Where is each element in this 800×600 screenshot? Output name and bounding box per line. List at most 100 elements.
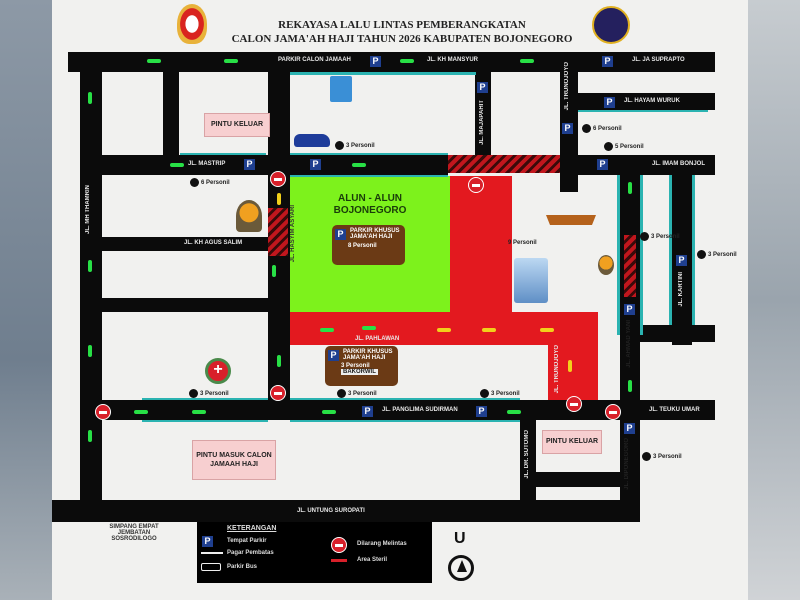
personnel-marker: 3 Personil [697,250,737,259]
traffic-arrow [224,59,238,63]
traffic-arrow [170,163,184,167]
sterile-hatch-hasyim [268,208,288,256]
legend-parking-icon: P [202,536,213,547]
legend-parking: Tempat Parkir [227,538,267,544]
personnel-count: 3 Personil [346,142,375,149]
fence [290,153,448,155]
parking-sign: P [477,82,488,93]
person-icon [337,389,346,398]
sterile-hatch-ahmad-yani [624,235,636,297]
alun-alun-line2: BOJONEGORO [333,205,407,216]
traffic-arrow [322,410,336,414]
label-kh-agus-salim: JL. KH AGUS SALIM [184,240,243,246]
no-entry-icon [468,177,484,193]
label-parkir-calon: PARKIR CALON JAMAAH [278,57,351,63]
parking-sign: P [244,159,255,170]
person-icon [697,250,706,259]
personnel-marker: 6 Personil [582,124,622,133]
sterile-hatch-mastrip [448,155,560,173]
personnel-marker: 3 Personil [335,141,375,150]
legend-bus-icon [201,563,221,571]
personnel-count: 5 Personil [615,143,644,150]
traffic-arrow [320,328,334,332]
person-icon [582,124,591,133]
parking-sign: P [604,97,615,108]
compass-north-label: U [454,530,466,547]
fence [290,72,476,75]
label-ja-suprapto: JL. JA SUPRAPTO [632,57,685,63]
fence [640,175,643,335]
parking-sign: P [624,423,635,434]
traffic-arrow [568,360,572,372]
fence [290,420,520,422]
transport-agency-logo [592,6,630,44]
traffic-map: REKAYASA LALU LINTAS PEMBERANGKATAN CALO… [52,0,748,600]
road-minor-south [536,472,620,487]
legend: KETERANGAN P Tempat Parkir Pagar Pembata… [197,522,432,583]
traffic-arrow [192,410,206,414]
label-ahmad-yani: JL. AHMAD YANI [626,320,632,368]
traffic-arrow [277,193,281,205]
traffic-arrow [520,59,534,63]
fence [290,175,448,177]
parking-box-title: PARKIR KHUSUS JAMA'AH HAJI [343,349,393,361]
parking-box-alun-alun: P PARKIR KHUSUS JAMA'AH HAJI 8 Personil [332,225,405,265]
fence [142,420,268,422]
fence [290,398,520,400]
personnel-marker: 3 Personil [642,452,682,461]
simpang-label: SIMPANG EMPAT JEMBATAN SOSRODILOGO [109,524,159,542]
parking-box-title: PARKIR KHUSUS JAMA'AH HAJI [350,228,400,240]
personnel-marker: 3 Personil [640,232,680,241]
personnel-marker: 6 Personil [190,178,230,187]
parking-box-bakorwil: P PARKIR KHUSUS JAMA'AH HAJI 3 Personil … [325,346,398,386]
traffic-arrow [628,182,632,194]
label-teuku-umar: JL. TEUKU UMAR [649,407,700,413]
label-trunojoyo-north: JL. TRUNOJOYO [564,62,570,111]
fence [142,398,268,400]
road-mh-thamrin [80,52,102,522]
sterile-area-mastumapel [450,176,512,318]
callout-entry: PINTU MASUK CALON JAMAAH HAJI [192,440,276,480]
parking-sign: P [310,159,321,170]
no-entry-icon [270,385,286,401]
compass-icon [448,555,474,581]
road-minor-west [102,298,268,312]
personnel-count: 3 Personil [491,390,520,397]
personnel-count: 3 Personil [348,390,377,397]
legend-fence: Pagar Pembatas [227,550,274,556]
no-entry-icon [270,171,286,187]
personnel-count: 3 Personil [708,251,737,258]
fence [669,175,672,325]
no-entry-icon [566,396,582,412]
parking-sign: P [370,56,381,67]
label-untung-suropati: JL. UNTUNG SUROPATI [297,508,365,514]
parking-box-personnel: 3 Personil [341,363,370,369]
personnel-count: 6 Personil [593,125,622,132]
personnel-count: 3 Personil [653,453,682,460]
traffic-arrow [482,328,496,332]
label-diponegoro: JL. DIPONEGORO [624,438,630,490]
label-mastrip: JL. MASTRIP [188,161,226,167]
legend-no-entry: Dilarang Melintas [357,541,407,547]
label-dr-sutomo: JL. DR. SUTOMO [524,430,530,479]
legend-title: KETERANGAN [227,525,277,532]
header-title: REKAYASA LALU LINTAS PEMBERANGKATAN CALO… [202,18,602,46]
alun-alun-label: ALUN - ALUN BOJONEGORO [290,193,450,217]
traffic-arrow [400,59,414,63]
road-untung-suropati [52,500,640,522]
pavilion-icon [546,215,596,250]
person-icon [335,141,344,150]
person-icon [640,232,649,241]
regency-logo [177,4,207,44]
label-pahlawan: JL. PAHLAWAN [355,336,400,342]
traffic-arrow [507,410,521,414]
traffic-arrow [362,326,376,330]
callout-exit-bottom: PINTU KELUAR [542,430,602,454]
traffic-arrow [134,410,148,414]
traffic-arrow [88,260,92,272]
label-imam-bonjol: JL. IMAM BONJOL [652,161,706,167]
label-trunojoyo-south: JL. TRUNOJOYO [554,345,560,394]
person-icon [480,389,489,398]
label-hayam-wuruk: JL. HAYAM WURUK [624,98,680,104]
parking-icon: P [335,229,346,240]
